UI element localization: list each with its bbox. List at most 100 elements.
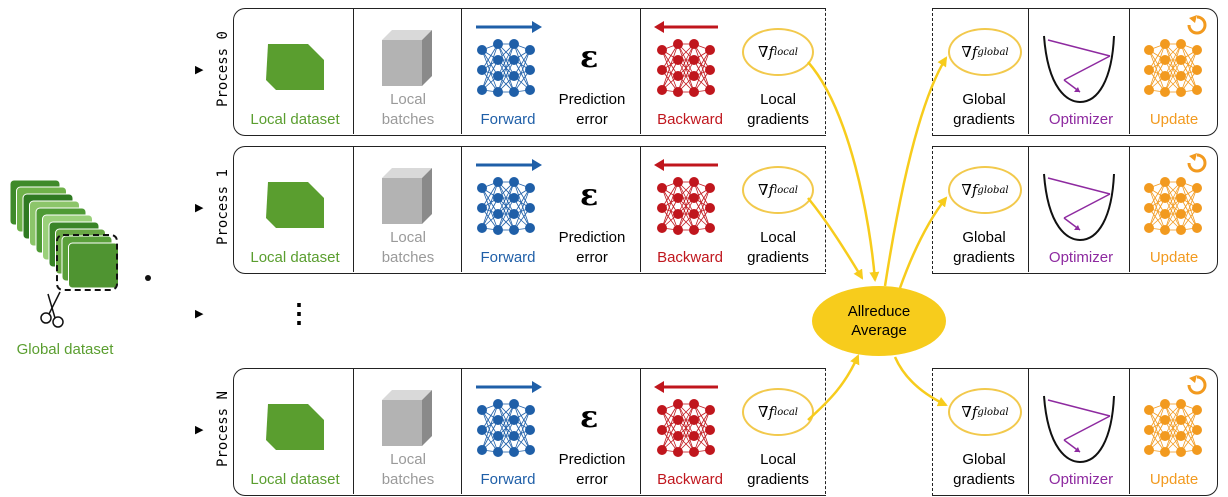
update-network-icon	[1144, 399, 1202, 457]
local-gradients-label-1: Local	[760, 451, 796, 468]
prediction-error-label-2: error	[576, 471, 608, 488]
arrow-p0-to-allreduce	[807, 61, 880, 282]
divider	[461, 8, 462, 134]
nabla-f: ∇f	[961, 43, 978, 61]
refresh-icon	[1187, 375, 1207, 395]
arrow-p1-to-allreduce	[807, 197, 864, 280]
arrow-allreduce-to-g0	[883, 56, 948, 287]
allreduce-line-2: Average	[851, 322, 907, 339]
optimizer-curve-icon	[1043, 35, 1115, 104]
optimizer-curve-icon	[1043, 395, 1115, 464]
local-dataset-label: Local dataset	[250, 249, 340, 266]
update-label: Update	[1149, 111, 1199, 128]
prediction-error-label-2: error	[576, 111, 608, 128]
arrow-pN-to-allreduce	[807, 354, 860, 421]
local-batches-cube-icon	[382, 390, 432, 446]
allreduce-line-1: Allreduce	[847, 303, 911, 320]
backward-network-icon	[657, 399, 715, 457]
selection-dashed-box	[56, 234, 118, 291]
divider	[640, 8, 641, 134]
prediction-error-epsilon-icon: ε	[580, 400, 599, 435]
backward-network-icon	[657, 39, 715, 97]
divider	[461, 368, 462, 494]
global-gradients-label-2: gradients	[953, 111, 1015, 128]
arrow-allreduce-to-gN	[893, 356, 948, 407]
global-subscript: global	[977, 406, 1009, 418]
local-subscript: local	[774, 184, 798, 196]
update-label: Update	[1149, 249, 1199, 266]
global-gradients-label-1: Global	[962, 229, 1006, 246]
local-batches-label-2: batches	[381, 249, 435, 266]
local-dataset-label: Local dataset	[250, 111, 340, 128]
divider	[353, 8, 354, 134]
update-network-icon	[1144, 39, 1202, 97]
local-gradients-label-1: Local	[760, 229, 796, 246]
pipeline-dashed-edge	[825, 368, 826, 494]
backward-label: Backward	[657, 471, 723, 488]
row-marker-triangle: ▶	[195, 424, 204, 436]
ellipsis-dots: ⋮	[286, 298, 312, 328]
local-dataset-label: Local dataset	[250, 471, 340, 488]
prediction-error-epsilon-icon: ε	[580, 40, 599, 75]
optimizer-label: Optimizer	[1048, 111, 1114, 128]
local-subscript: local	[774, 406, 798, 418]
forward-arrow-icon	[476, 21, 542, 33]
forward-network-icon	[477, 399, 535, 457]
backward-network-icon	[657, 177, 715, 235]
local-batches-label-1: Local	[390, 451, 426, 468]
local-dataset-icon	[266, 404, 324, 450]
update-label: Update	[1149, 471, 1199, 488]
prediction-error-label-1: Prediction	[558, 229, 626, 246]
global-gradients-label-1: Global	[962, 91, 1006, 108]
forward-label: Forward	[480, 249, 536, 266]
scissors-icon	[40, 291, 64, 328]
divider	[640, 368, 641, 494]
local-batches-cube-icon	[382, 30, 432, 86]
optimizer-label: Optimizer	[1048, 249, 1114, 266]
global-dataset-label: Global dataset	[16, 341, 114, 358]
global-dataset-stack-icon	[9, 179, 151, 291]
nabla-f: ∇f	[757, 403, 775, 421]
local-batches-cube-icon	[382, 168, 432, 224]
backward-arrow-icon	[654, 159, 718, 171]
forward-arrow-icon	[476, 159, 542, 171]
local-gradients-label-2: gradients	[747, 471, 809, 488]
row-marker-triangle: ▶	[195, 202, 204, 214]
refresh-icon	[1187, 153, 1207, 173]
divider	[1028, 368, 1029, 494]
forward-network-icon	[477, 39, 535, 97]
nabla-f: ∇f	[961, 403, 978, 421]
pipeline-dashed-edge	[825, 8, 826, 134]
divider	[353, 368, 354, 494]
pipeline-dashed-edge	[825, 146, 826, 272]
global-subscript: global	[977, 46, 1009, 58]
dataset-slice	[68, 242, 119, 289]
backward-arrow-icon	[654, 381, 718, 393]
local-subscript: local	[774, 46, 798, 58]
global-gradients-label-2: gradients	[953, 471, 1015, 488]
prediction-error-label-1: Prediction	[558, 91, 626, 108]
local-gradients-label-1: Local	[760, 91, 796, 108]
prediction-error-epsilon-icon: ε	[580, 178, 599, 213]
divider	[1129, 8, 1130, 134]
nabla-f: ∇f	[757, 43, 775, 61]
prediction-error-label-2: error	[576, 249, 608, 266]
forward-arrow-icon	[476, 381, 542, 393]
backward-label: Backward	[657, 111, 723, 128]
divider	[1028, 146, 1029, 272]
backward-arrow-icon	[654, 21, 718, 33]
global-gradients-label-2: gradients	[953, 249, 1015, 266]
local-gradients-label-2: gradients	[747, 249, 809, 266]
global-gradients-label-1: Global	[962, 451, 1006, 468]
divider	[640, 146, 641, 272]
divider	[461, 146, 462, 272]
nabla-f: ∇f	[961, 181, 978, 199]
update-network-icon	[1144, 177, 1202, 235]
